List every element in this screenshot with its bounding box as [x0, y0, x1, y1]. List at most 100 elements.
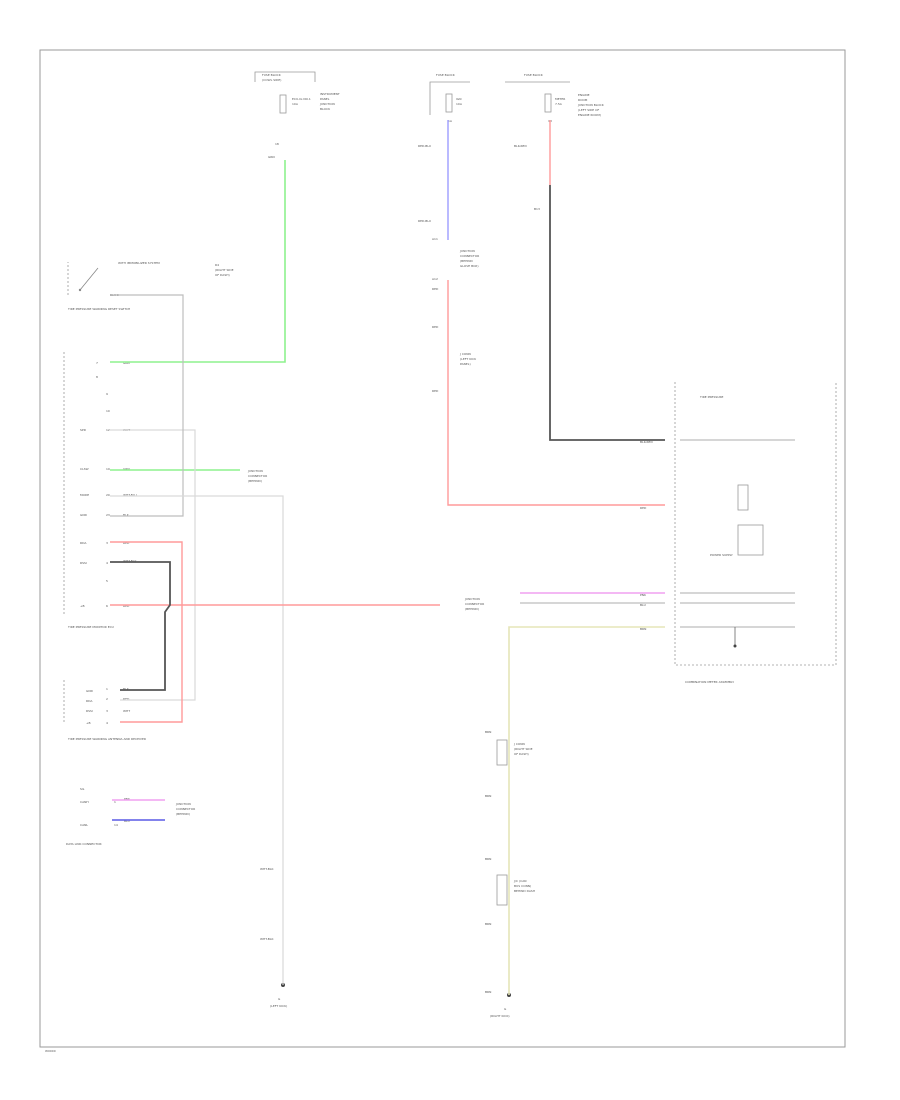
svg-text:WHT-BLK: WHT-BLK	[123, 559, 137, 563]
svg-text:BLK-RED: BLK-RED	[640, 440, 653, 444]
svg-text:BLK: BLK	[123, 687, 130, 691]
fuse-block-center: FUSE BLOCK IGN 10A 1A RED-BLU RED-BLU A1…	[418, 73, 479, 393]
fuse-center-title: FUSE BLOCK	[436, 73, 456, 77]
svg-text:BLU: BLU	[124, 819, 130, 823]
svg-text:5: 5	[106, 579, 108, 583]
svg-text:B13: B13	[534, 207, 540, 211]
svg-text:WHT: WHT	[123, 709, 130, 713]
diagram-frame	[39, 49, 846, 1048]
svg-text:PANEL): PANEL)	[460, 362, 471, 366]
svg-text:12: 12	[106, 428, 110, 432]
svg-text:WITH IMMOBILIZER SYSTEM: WITH IMMOBILIZER SYSTEM	[118, 261, 160, 265]
wire-black-rssi	[110, 561, 171, 691]
svg-text:RED: RED	[432, 389, 439, 393]
svg-text:CANH: CANH	[80, 800, 89, 804]
svg-text:RED-BLU: RED-BLU	[418, 219, 431, 223]
svg-text:CONNECTOR: CONNECTOR	[176, 807, 195, 811]
bottom-right-connectors: BRN J CONN (RIGHT SIDE OF DASH) BRN BRN …	[485, 730, 535, 994]
svg-text:GRN: GRN	[123, 467, 130, 471]
svg-text:JUNCTION: JUNCTION	[175, 802, 191, 806]
svg-text:BRN: BRN	[485, 922, 491, 926]
svg-text:JUNCTION: JUNCTION	[459, 249, 475, 253]
svg-text:14: 14	[114, 823, 118, 827]
fuse-left-title: FUSE BLOCK	[262, 73, 282, 77]
data-link-connector: SIL CANH CANL 1 14 PNK BLU JUNCTION CONN…	[66, 787, 195, 846]
svg-text:RED: RED	[432, 287, 439, 291]
svg-text:BLK: BLK	[123, 513, 130, 517]
svg-text:G: G	[504, 1007, 507, 1011]
svg-text:GRN: GRN	[123, 361, 130, 365]
svg-text:J/C (CAN: J/C (CAN	[513, 879, 527, 883]
svg-text:+B: +B	[86, 721, 91, 725]
svg-text:CLSW: CLSW	[80, 467, 89, 471]
svg-text:20: 20	[106, 493, 110, 497]
svg-text:OF DASH): OF DASH)	[514, 752, 529, 756]
tpms-receiver: GND 1 BLK RDA 2 RED RSSI 3 WHT +B 4 TIRE…	[63, 680, 146, 741]
svg-text:RED: RED	[123, 541, 130, 545]
wire-red-ign	[447, 280, 665, 506]
svg-text:1A: 1A	[448, 119, 453, 123]
svg-text:7.5A: 7.5A	[555, 102, 563, 106]
svg-text:CONNECTOR: CONNECTOR	[248, 474, 267, 478]
svg-text:6: 6	[106, 604, 108, 608]
wire-black-reset	[110, 294, 184, 517]
svg-text:A11: A11	[432, 237, 438, 241]
svg-text:JUNCTION BLOCK: JUNCTION BLOCK	[577, 103, 605, 107]
svg-text:J CONN: J CONN	[459, 352, 471, 356]
svg-text:ROOM: ROOM	[578, 98, 588, 102]
wire-green-ig	[110, 160, 286, 363]
svg-text:10A: 10A	[456, 102, 463, 106]
svg-text:BRN: BRN	[485, 990, 491, 994]
svg-text:(BEHIND): (BEHIND)	[248, 479, 262, 483]
svg-text:RDA: RDA	[80, 541, 87, 545]
svg-text:3: 3	[106, 709, 108, 713]
svg-text:WHT-BLK: WHT-BLK	[260, 867, 274, 871]
svg-text:A12: A12	[432, 277, 438, 281]
svg-text:RED: RED	[123, 604, 130, 608]
svg-text:CANL: CANL	[80, 823, 88, 827]
wire-black-meter	[549, 185, 665, 441]
svg-text:(RIGHT SIDE: (RIGHT SIDE	[514, 747, 533, 751]
svg-text:RED-BLU: RED-BLU	[418, 144, 431, 148]
svg-text:JUNCTION: JUNCTION	[247, 469, 263, 473]
svg-text:4: 4	[106, 721, 108, 725]
svg-text:10: 10	[106, 409, 110, 413]
svg-text:CONNECTOR: CONNECTOR	[465, 602, 484, 606]
svg-text:GND: GND	[80, 513, 88, 517]
svg-text:GLOVE BOX): GLOVE BOX)	[460, 264, 479, 268]
svg-text:OF DASH): OF DASH)	[215, 273, 230, 277]
svg-text:BUS CONN): BUS CONN)	[514, 884, 531, 888]
svg-text:10A: 10A	[292, 102, 299, 106]
fuse-left-sub: (COWL SIDE)	[262, 78, 281, 82]
svg-text:(RIGHT SIDE: (RIGHT SIDE	[215, 268, 234, 272]
bottom-mark: W0000	[45, 1049, 56, 1053]
tpms-ecu-label: TIRE PRESSURE MONITOR ECU	[67, 625, 114, 629]
wire-white-spd	[110, 429, 196, 701]
svg-text:RSSI: RSSI	[80, 561, 87, 565]
svg-text:G: G	[278, 997, 281, 1001]
svg-text:JUNCTION: JUNCTION	[464, 597, 480, 601]
svg-text:(RIGHT KICK): (RIGHT KICK)	[490, 1014, 510, 1018]
svg-text:GND: GND	[86, 689, 94, 693]
tire-pressure-meter-label: TIRE PRESSURE	[699, 395, 724, 399]
svg-text:CONNECTOR: CONNECTOR	[460, 254, 479, 258]
svg-text:J CONN: J CONN	[513, 742, 525, 746]
svg-text:(BEHIND: (BEHIND	[460, 259, 474, 263]
fuse-block-right: FUSE BLOCK METER 7.5A ENGINE ROOM JUNCTI…	[505, 73, 605, 211]
ground-right: G (RIGHT KICK)	[490, 993, 511, 1018]
svg-text:METER: METER	[555, 97, 565, 101]
wire-yellow-gnd	[508, 626, 665, 995]
svg-text:RED: RED	[640, 506, 647, 510]
tpms-receiver-label: TIRE PRESSURE WARNING ANTENNA AND RECEIV…	[67, 737, 146, 741]
svg-text:GRN: GRN	[268, 155, 275, 159]
svg-text:WHT-BLU: WHT-BLU	[123, 493, 137, 497]
tpms-reset-switch-label: TIRE PRESSURE WARNING RESET SWITCH	[67, 307, 130, 311]
dlc-left-label: DATA LINK CONNECTOR	[66, 842, 102, 846]
svg-text:(BEHIND): (BEHIND)	[176, 812, 190, 816]
svg-text:INSTRUMENT: INSTRUMENT	[320, 92, 340, 96]
svg-text:BRN: BRN	[640, 627, 646, 631]
svg-text:SPD: SPD	[80, 428, 87, 432]
wire-red-rda	[110, 541, 183, 723]
svg-text:BLOCK: BLOCK	[320, 107, 331, 111]
